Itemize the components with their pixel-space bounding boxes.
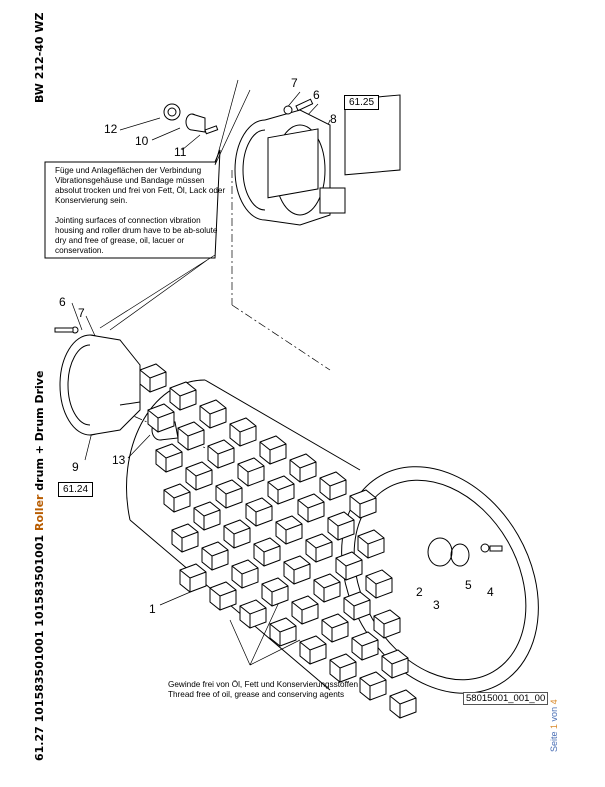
reference-61-24[interactable]: 61.24 <box>58 482 94 497</box>
padfoot-lug <box>359 671 387 701</box>
padfoot-lugs <box>139 363 417 719</box>
callout-12: 12 <box>104 122 118 136</box>
padfoot-lug <box>351 631 379 661</box>
callout-7-left: 7 <box>78 306 85 320</box>
padfoot-lug <box>207 439 235 469</box>
padfoot-lug <box>327 511 355 541</box>
vibration-housing <box>54 326 141 436</box>
assembly-note: Füge und Anlageflächen der Verbindung Vi… <box>55 166 230 256</box>
padfoot-lug <box>185 461 213 491</box>
padfoot-lug <box>349 489 377 519</box>
roller-drum <box>126 363 539 719</box>
padfoot-lug <box>231 559 259 589</box>
padfoot-lug <box>343 591 371 621</box>
padfoot-lug <box>275 515 303 545</box>
padfoot-lug <box>171 523 199 553</box>
padfoot-lug <box>261 577 289 607</box>
callout-13: 13 <box>112 453 126 467</box>
coupling-parts <box>163 103 219 135</box>
padfoot-lug <box>335 551 363 581</box>
padfoot-lug <box>169 381 197 411</box>
padfoot-lug <box>299 635 327 665</box>
padfoot-lug <box>291 595 319 625</box>
assembly-note-de: Füge und Anlageflächen der Verbindung Vi… <box>55 166 226 205</box>
callout-10: 10 <box>135 134 149 148</box>
padfoot-lug <box>313 573 341 603</box>
bolt-top <box>283 98 314 115</box>
padfoot-lug <box>209 581 237 611</box>
padfoot-lug <box>229 417 257 447</box>
padfoot-lug <box>163 483 191 513</box>
reference-61-25[interactable]: 61.25 <box>344 95 380 110</box>
padfoot-lug <box>381 649 409 679</box>
callout-5: 5 <box>465 578 472 592</box>
drawing-id: 58015001_001_00 <box>463 692 549 705</box>
callout-4: 4 <box>487 585 494 599</box>
padfoot-lug <box>329 653 357 683</box>
assembly-note-en: Jointing surfaces of connection vibratio… <box>55 216 218 255</box>
padfoot-lug <box>215 479 243 509</box>
callout-9: 9 <box>72 460 79 474</box>
callout-3: 3 <box>433 598 440 612</box>
note-box <box>44 149 221 259</box>
drive-motor <box>234 94 401 226</box>
padfoot-lug <box>267 475 295 505</box>
callout-6-left: 6 <box>59 295 66 309</box>
padfoot-lug <box>179 563 207 593</box>
padfoot-lug <box>139 363 167 393</box>
callout-6: 6 <box>313 88 320 102</box>
padfoot-lug <box>223 519 251 549</box>
padfoot-lug <box>259 435 287 465</box>
padfoot-lug <box>147 403 175 433</box>
callout-2: 2 <box>416 585 423 599</box>
padfoot-lug <box>373 609 401 639</box>
padfoot-lug <box>357 529 385 559</box>
thread-note-de: Gewinde frei von Öl, Fett und Konservier… <box>168 680 359 689</box>
callout-8: 8 <box>330 112 337 126</box>
padfoot-lug <box>193 501 221 531</box>
padfoot-lug <box>155 443 183 473</box>
callout-11: 11 <box>174 145 187 159</box>
padfoot-lug <box>201 541 229 571</box>
padfoot-lug <box>199 399 227 429</box>
padfoot-lug <box>389 689 417 719</box>
padfoot-lug <box>321 613 349 643</box>
padfoot-lug <box>365 569 393 599</box>
padfoot-lug <box>305 533 333 563</box>
padfoot-lug <box>283 555 311 585</box>
padfoot-lug <box>253 537 281 567</box>
padfoot-lug <box>239 599 267 629</box>
padfoot-lug <box>245 497 273 527</box>
padfoot-lug <box>289 453 317 483</box>
padfoot-lug <box>269 617 297 647</box>
callout-7: 7 <box>291 76 298 90</box>
padfoot-lug <box>177 421 205 451</box>
padfoot-lug <box>319 471 347 501</box>
padfoot-lug <box>237 457 265 487</box>
callout-1: 1 <box>149 602 156 616</box>
padfoot-lug <box>297 493 325 523</box>
thread-note-en: Thread free of oil, grease and conservin… <box>168 690 345 699</box>
thread-note: Gewinde frei von Öl, Fett und Konservier… <box>168 680 358 700</box>
